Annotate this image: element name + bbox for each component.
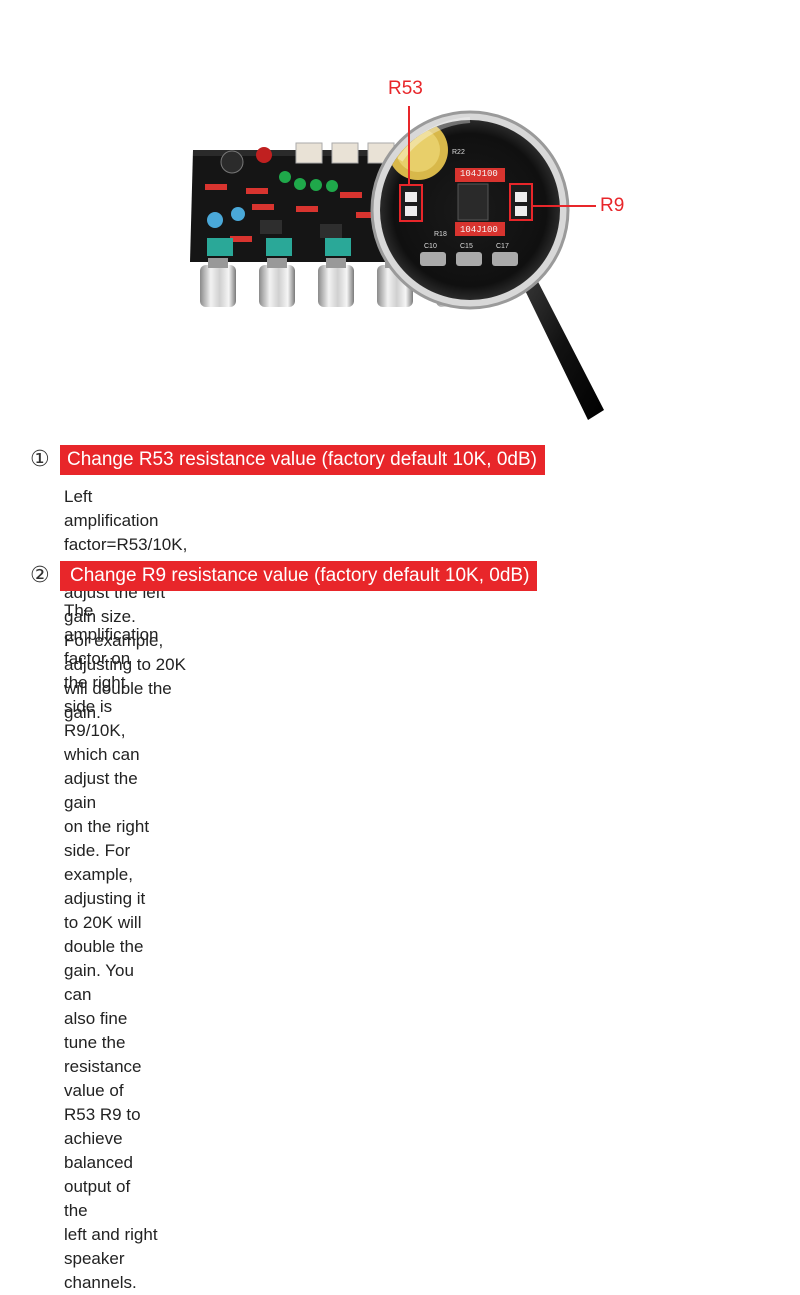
chip-top-label: 104J100 — [460, 169, 498, 179]
r22-label: R22 — [452, 149, 465, 156]
step-1-line-1: Left amplification factor=R53/10K, which… — [64, 487, 188, 626]
magnifier-lens: 104J100 104J100 C10 C15 C17 R22 R18 — [370, 110, 570, 310]
step-2-number: ② — [30, 563, 50, 588]
step-2-line-2: on the right side. For example, adjustin… — [64, 817, 150, 1004]
step-1-description: Left amplification factor=R53/10K, which… — [64, 485, 187, 725]
step-2-description: The amplification factor on the right si… — [64, 599, 159, 1295]
step-2-line-3: also fine tune the resistance value of R… — [64, 1009, 142, 1220]
c15-label: C15 — [460, 243, 473, 250]
chip-bottom-label: 104J100 — [460, 225, 498, 235]
callout-r9: R9 — [600, 195, 625, 216]
step-2-line-1: The amplification factor on the right si… — [64, 601, 159, 812]
step-1-title: Change R53 resistance value (factory def… — [60, 445, 545, 475]
product-figure: 104J100 104J100 C10 C15 C17 R22 R18 R53 … — [0, 0, 800, 430]
callout-lines — [408, 106, 596, 207]
step-2-title: Change R9 resistance value (factory defa… — [60, 561, 538, 591]
c17-label: C17 — [496, 243, 509, 250]
c10-label: C10 — [424, 243, 437, 250]
callout-r53: R53 — [388, 78, 423, 99]
circuit-board-illustration: 104J100 104J100 C10 C15 C17 R22 R18 — [190, 106, 604, 420]
step-1-line-2: For example, adjusting to 20K will doubl… — [64, 631, 186, 722]
step-1-number: ① — [30, 447, 50, 472]
step-2-line-4: left and right speaker channels. — [64, 1225, 158, 1292]
r18-label: R18 — [434, 231, 447, 238]
